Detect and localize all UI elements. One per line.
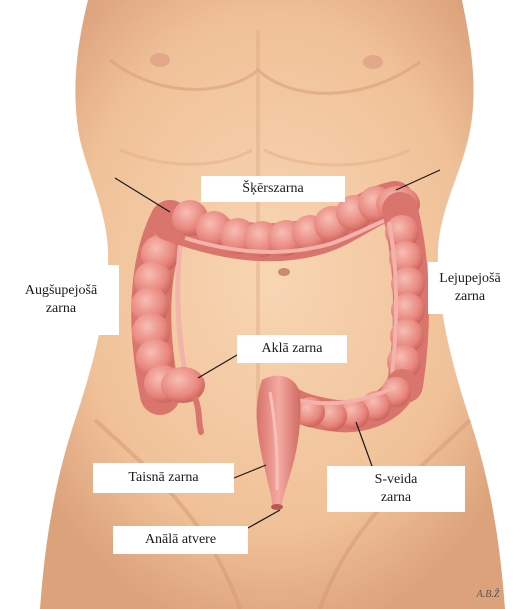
label-sigmoid-line1: S-veida (375, 471, 418, 489)
label-cecum-text: Aklā zarna (261, 340, 322, 358)
label-ascending-line1: Augšupejošā (25, 282, 97, 300)
label-sigmoid-colon: S-veida zarna (327, 466, 465, 512)
label-rectum-text: Taisnā zarna (128, 469, 198, 487)
anus-opening (271, 504, 283, 510)
label-anus: Anālā atvere (113, 526, 248, 554)
nipple-left (150, 53, 170, 67)
label-cecum: Aklā zarna (237, 335, 347, 363)
artist-signature-text: A.B.Ž (468, 586, 508, 604)
nipple-right (363, 55, 383, 69)
artist-signature: A.B.Ž (468, 586, 508, 604)
label-transverse-colon: Šķērszarna (201, 176, 345, 202)
label-ascending-line2: zarna (46, 300, 76, 318)
label-descending-line1: Lejupejošā (439, 270, 500, 288)
label-ascending-colon: Augšupejošā zarna (3, 265, 119, 335)
label-transverse-text: Šķērszarna (242, 180, 303, 198)
label-rectum: Taisnā zarna (93, 463, 234, 493)
label-descending-colon: Lejupejošā zarna (428, 262, 512, 314)
label-descending-line2: zarna (455, 288, 485, 306)
navel (278, 268, 290, 276)
label-anus-text: Anālā atvere (145, 531, 216, 549)
label-sigmoid-line2: zarna (381, 489, 411, 507)
